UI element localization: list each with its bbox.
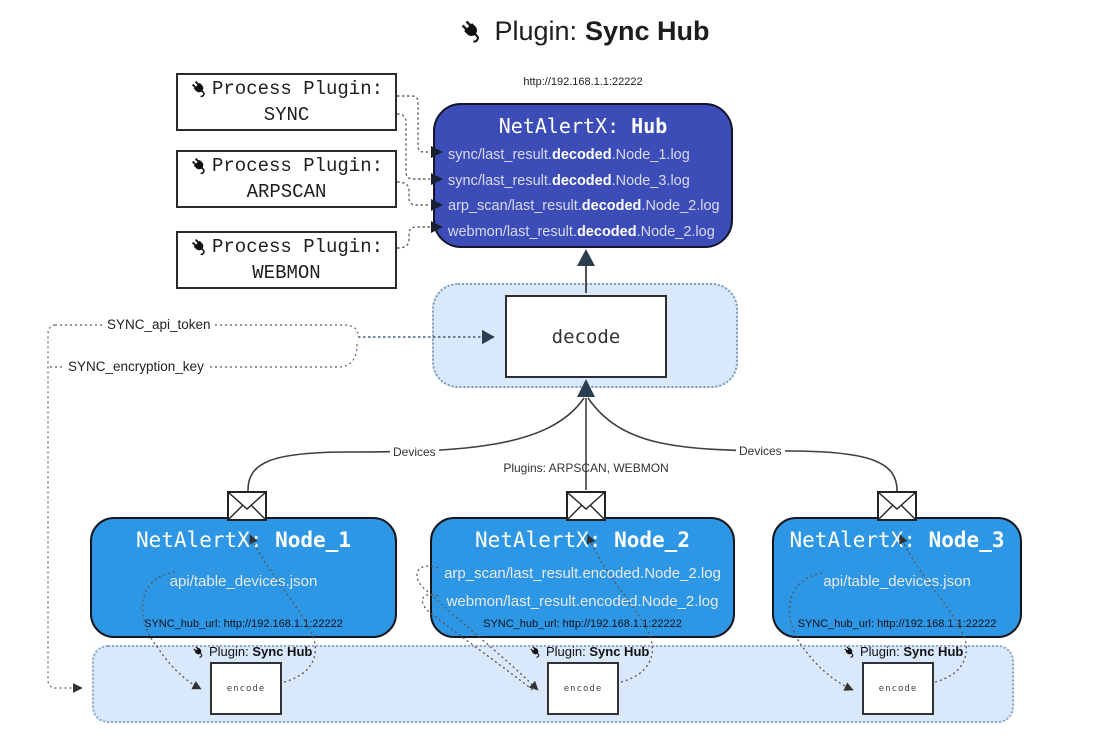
node-file: api/table_devices.json — [823, 573, 971, 590]
hub-box: NetAlertX: Hub sync/last_result.decoded.… — [433, 103, 733, 248]
node-box-node1: NetAlertX: Node_1 api/table_devices.json… — [90, 517, 397, 638]
process-plugin-label: Process Plugin: — [211, 78, 384, 100]
plug-icon — [459, 18, 485, 44]
node-hub-url: SYNC_hub_url: http://192.168.1.1:22222 — [483, 618, 682, 630]
process-plugin-label: Process Plugin: — [211, 155, 384, 177]
encode-label: encode — [226, 683, 266, 694]
strip-plugin-label: Plugin: Sync Hub — [843, 644, 963, 659]
process-plugin-name: SYNC — [263, 104, 310, 126]
node-title: NetAlertX: Node_1 — [136, 528, 351, 552]
strip-plugin-label: Plugin: Sync Hub — [192, 644, 312, 659]
decode-label: decode — [551, 325, 621, 348]
plug-icon — [189, 156, 209, 176]
plug-icon — [189, 237, 209, 257]
encode-box: encode — [862, 662, 934, 715]
encode-label: encode — [563, 683, 603, 694]
plug-icon — [189, 79, 209, 99]
hub-title-prefix: NetAlertX: — [498, 114, 632, 138]
node-hub-url: SYNC_hub_url: http://192.168.1.1:22222 — [144, 618, 343, 630]
hub-title-bold: Hub — [631, 114, 668, 138]
hub-title: NetAlertX: Hub — [435, 114, 731, 138]
hub-log-line: sync/last_result.decoded.Node_1.log — [448, 147, 690, 163]
encode-label: encode — [878, 683, 918, 694]
plug-icon — [529, 644, 542, 658]
node-box-node2: NetAlertX: Node_2 arp_scan/last_result.e… — [430, 517, 735, 638]
process-plugin-label: Process Plugin: — [211, 236, 384, 258]
node-title: NetAlertX: Node_2 — [475, 528, 690, 552]
plug-icon — [192, 644, 205, 658]
decode-box: decode — [505, 295, 667, 378]
plug-icon — [843, 644, 856, 658]
encode-box: encode — [210, 662, 282, 715]
strip-plugin-label: Plugin: Sync Hub — [529, 644, 649, 659]
node-file: arp_scan/last_result.encoded.Node_2.log — [444, 565, 721, 582]
process-plugin-name: ARPSCAN — [246, 181, 327, 203]
hub-log-line: sync/last_result.decoded.Node_3.log — [448, 172, 690, 189]
page-title-bold: Sync Hub — [585, 16, 710, 46]
node-title: NetAlertX: Node_3 — [789, 528, 1005, 552]
hub-log-line: webmon/last_result.decoded.Node_2.log — [448, 223, 715, 240]
node-file: api/table_devices.json — [169, 573, 318, 590]
node-hub-url: SYNC_hub_url: http://192.168.1.1:22222 — [797, 618, 997, 630]
page-title: Plugin: Sync Hub — [26, 16, 1117, 47]
encode-box: encode — [547, 662, 619, 715]
process-plugin-box-webmon: Process Plugin: WEBMON — [176, 231, 397, 289]
node-file: webmon/last_result.encoded.Node_2.log — [446, 593, 719, 610]
page-title-prefix: Plugin: — [494, 16, 578, 46]
process-plugin-box-arpscan: Process Plugin: ARPSCAN — [176, 150, 397, 208]
hub-url-label: http://192.168.1.1:22222 — [523, 76, 643, 88]
process-plugin-name: WEBMON — [252, 262, 321, 284]
node-box-node3: NetAlertX: Node_3 api/table_devices.json… — [772, 517, 1022, 638]
process-plugin-box-sync: Process Plugin: SYNC — [176, 73, 397, 131]
hub-log-line: arp_scan/last_result.decoded.Node_2.log — [448, 198, 720, 214]
